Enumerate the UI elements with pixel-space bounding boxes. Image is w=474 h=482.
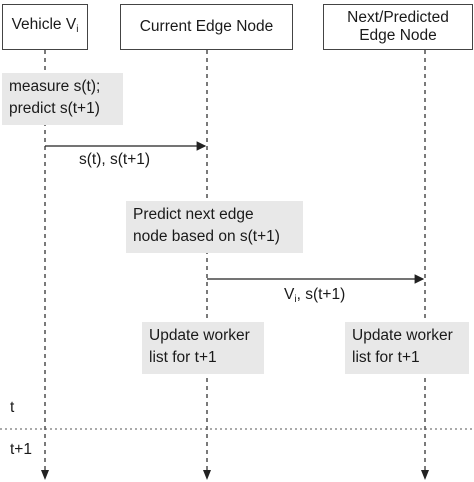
next-lifeline-end-arrow <box>421 470 429 480</box>
current-edge-node-label: Current Edge Node <box>139 18 274 35</box>
note-line: Update worker <box>352 327 453 344</box>
time-t-label: t <box>10 399 15 416</box>
note-line: measure s(t); <box>9 78 101 95</box>
note-line: Update worker <box>149 327 250 344</box>
next-update-worker-note: Update worker list for t+1 <box>345 322 469 374</box>
predict-next-node-note: Predict next edge node based on s(t+1) <box>126 201 303 253</box>
current-edge-node-header: Current Edge Node <box>120 4 293 50</box>
note-line: list for t+1 <box>149 349 217 366</box>
next-edge-node-header: Next/Predicted Edge Node <box>323 4 473 50</box>
time-t-plus-1-label: t+1 <box>10 441 32 458</box>
handover-message-label: Vi, s(t+1) <box>284 286 346 305</box>
vehicle-header: Vehicle Vi <box>2 4 88 50</box>
note-line: list for t+1 <box>352 349 420 366</box>
next-edge-node-label-line2: Edge Node <box>359 27 437 44</box>
vehicle-lifeline-end-arrow <box>41 470 49 480</box>
vehicle-measure-note: measure s(t); predict s(t+1) <box>2 73 123 125</box>
current-update-worker-note: Update worker list for t+1 <box>142 322 264 374</box>
next-edge-node-label-line1: Next/Predicted <box>347 9 449 26</box>
note-line: predict s(t+1) <box>9 100 100 117</box>
state-message-label: s(t), s(t+1) <box>79 151 151 168</box>
current-lifeline-end-arrow <box>203 470 211 480</box>
vehicle-header-label: Vehicle Vi <box>11 15 79 35</box>
note-line: node based on s(t+1) <box>133 228 280 245</box>
note-line: Predict next edge <box>133 206 254 223</box>
